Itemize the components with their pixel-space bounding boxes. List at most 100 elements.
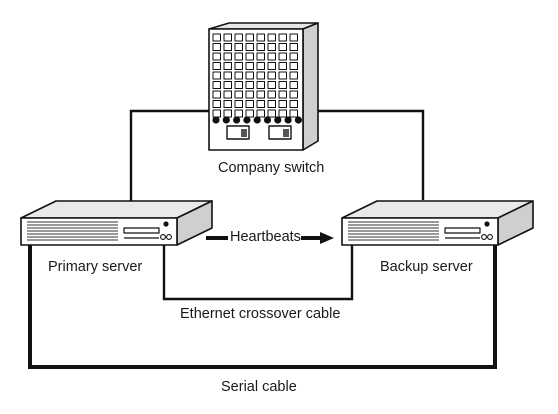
switch-led xyxy=(284,116,292,124)
switch-port xyxy=(267,52,276,61)
primary-server-power-led xyxy=(163,221,169,227)
switch-port xyxy=(234,52,243,61)
switch-port xyxy=(234,81,243,89)
switch-port xyxy=(278,43,287,51)
heartbeat-arrowhead xyxy=(320,232,334,244)
switch-port xyxy=(245,81,254,89)
switch-port xyxy=(289,81,298,89)
switch-port xyxy=(256,62,265,70)
switch-port xyxy=(267,109,276,118)
switch-port xyxy=(289,109,298,118)
switch-port xyxy=(245,52,254,61)
switch-led xyxy=(294,116,302,124)
switch-port xyxy=(223,43,232,51)
switch-port xyxy=(234,43,243,51)
switch-led xyxy=(212,116,220,124)
switch-port xyxy=(256,71,265,80)
switch-port xyxy=(234,71,243,80)
switch-port xyxy=(256,43,265,51)
switch-port xyxy=(289,52,298,61)
switch-port xyxy=(223,52,232,61)
company-switch xyxy=(208,22,319,151)
switch-port xyxy=(278,90,287,99)
switch-port xyxy=(256,100,265,108)
switch-port xyxy=(245,71,254,80)
primary-server-vents xyxy=(27,221,118,241)
switch-led xyxy=(243,116,251,124)
switch-port xyxy=(256,90,265,99)
switch-led xyxy=(222,116,230,124)
switch-port xyxy=(289,90,298,99)
switch-port xyxy=(289,43,298,51)
switch-port xyxy=(223,71,232,80)
heartbeat-arrow xyxy=(206,232,334,244)
switch-port xyxy=(278,62,287,70)
switch-port xyxy=(267,43,276,51)
switch-led xyxy=(233,116,241,124)
switch-port xyxy=(267,81,276,89)
switch-port xyxy=(267,100,276,108)
switch-port xyxy=(212,71,221,80)
company-switch-label: Company switch xyxy=(218,160,325,176)
switch-port xyxy=(245,62,254,70)
switch-port-grid xyxy=(212,33,298,118)
switch-uplink-cables xyxy=(129,109,425,205)
switch-port xyxy=(256,109,265,118)
switch-port xyxy=(245,33,254,42)
serial-cable xyxy=(28,244,497,369)
switch-port xyxy=(278,100,287,108)
switch-port xyxy=(289,71,298,80)
switch-port xyxy=(289,62,298,70)
switch-port xyxy=(245,43,254,51)
primary-server-label: Primary server xyxy=(48,259,143,275)
switch-port xyxy=(234,33,243,42)
switch-port xyxy=(223,90,232,99)
switch-port xyxy=(212,100,221,108)
primary-server-drive-slot xyxy=(123,227,160,234)
switch-port xyxy=(245,100,254,108)
switch-port xyxy=(267,71,276,80)
backup-server-drive-slot xyxy=(444,227,481,234)
switch-port xyxy=(278,81,287,89)
switch-led xyxy=(263,116,272,124)
switch-port xyxy=(256,52,265,61)
serial-cable-label: Serial cable xyxy=(221,379,297,395)
switch-to-backup-cable xyxy=(308,109,425,200)
switch-port xyxy=(234,109,243,118)
switch-port xyxy=(212,90,221,99)
switch-port xyxy=(212,109,221,118)
switch-port xyxy=(212,43,221,51)
switch-port xyxy=(256,81,265,89)
ethernet-crossover-cable xyxy=(162,238,354,301)
backup-server xyxy=(341,200,534,246)
primary-to-switch-cable xyxy=(129,109,222,205)
heartbeats-label: Heartbeats xyxy=(230,229,301,245)
backup-server-power-led xyxy=(484,221,490,227)
switch-port xyxy=(267,33,276,42)
switch-port xyxy=(212,62,221,70)
primary-server xyxy=(20,200,213,246)
backup-server-label: Backup server xyxy=(380,259,473,275)
switch-port xyxy=(234,90,243,99)
switch-port xyxy=(278,52,287,61)
switch-port xyxy=(289,100,298,108)
switch-port xyxy=(278,33,287,42)
switch-port xyxy=(245,109,254,118)
switch-port xyxy=(267,90,276,99)
switch-port xyxy=(267,62,276,70)
switch-port xyxy=(212,52,221,61)
switch-led xyxy=(253,116,261,124)
switch-port xyxy=(278,71,287,80)
switch-port xyxy=(223,100,232,108)
switch-port xyxy=(256,33,265,42)
switch-led-row xyxy=(212,116,302,124)
switch-port xyxy=(223,81,232,89)
switch-port xyxy=(212,33,221,42)
switch-port xyxy=(234,62,243,70)
switch-port xyxy=(234,100,243,108)
ethernet-cable-label: Ethernet crossover cable xyxy=(180,306,341,322)
switch-port xyxy=(223,62,232,70)
switch-port xyxy=(212,81,221,89)
switch-port xyxy=(289,33,298,42)
